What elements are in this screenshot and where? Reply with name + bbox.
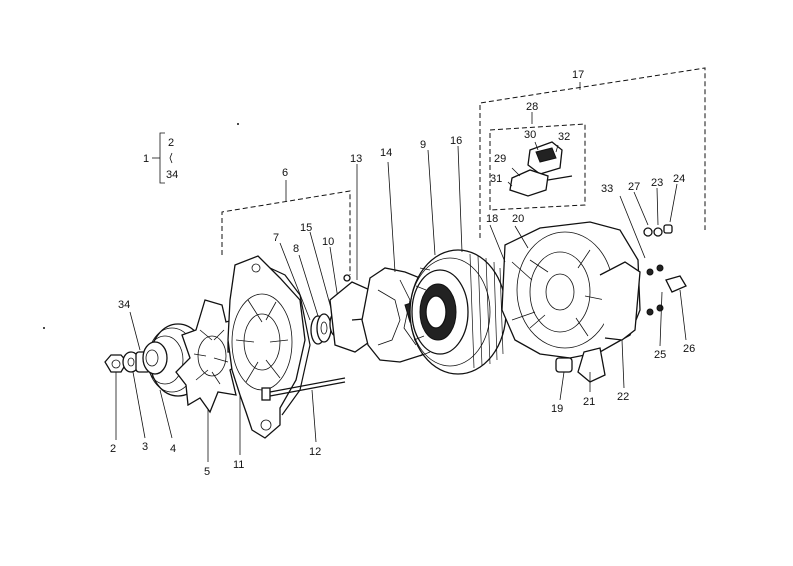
label-2: 2 bbox=[110, 443, 116, 455]
label-29: 29 bbox=[494, 153, 506, 165]
label-6: 6 bbox=[282, 167, 288, 179]
label-10: 10 bbox=[322, 236, 334, 248]
label-5: 5 bbox=[204, 466, 210, 478]
label-25: 25 bbox=[654, 349, 666, 361]
label-24: 24 bbox=[673, 173, 685, 185]
kit-member-2: 2 bbox=[168, 137, 174, 149]
rear-cover-part bbox=[599, 261, 641, 389]
label-31: 31 bbox=[490, 173, 502, 185]
label-27: 27 bbox=[628, 181, 640, 193]
label-23: 23 bbox=[651, 177, 663, 189]
label-34: 34 bbox=[118, 299, 130, 311]
label-18: 18 bbox=[486, 213, 498, 225]
regulator-part bbox=[507, 141, 573, 197]
callout-labels: 2 3 4 5 6 7 8 9 10 11 12 13 14 15 16 17 … bbox=[110, 69, 695, 478]
label-28: 28 bbox=[526, 101, 538, 113]
label-3: 3 bbox=[142, 441, 148, 453]
through-bolt-part bbox=[261, 377, 346, 443]
group-6-outline bbox=[221, 180, 351, 275]
label-16: 16 bbox=[450, 135, 462, 147]
label-8: 8 bbox=[293, 243, 299, 255]
label-17: 17 bbox=[572, 69, 584, 81]
label-7: 7 bbox=[273, 232, 279, 244]
bush-part bbox=[555, 357, 573, 401]
label-21: 21 bbox=[583, 396, 595, 408]
kit-bracket: 1 2 34 bbox=[143, 132, 178, 184]
label-4: 4 bbox=[170, 443, 176, 455]
speck bbox=[43, 327, 45, 329]
terminal-parts bbox=[619, 183, 687, 347]
label-33: 33 bbox=[601, 183, 613, 195]
label-30: 30 bbox=[524, 129, 536, 141]
label-11: 11 bbox=[233, 459, 244, 471]
label-26: 26 bbox=[683, 343, 695, 355]
group-17-outline bbox=[479, 67, 706, 238]
label-15: 15 bbox=[300, 222, 312, 234]
label-13: 13 bbox=[350, 153, 362, 165]
label-32: 32 bbox=[558, 131, 570, 143]
label-19: 19 bbox=[551, 403, 563, 415]
group-28-outline bbox=[489, 112, 586, 211]
kit-member-34: 34 bbox=[166, 169, 178, 181]
kit-label: 1 bbox=[143, 153, 149, 165]
speck bbox=[237, 123, 239, 125]
label-9: 9 bbox=[420, 139, 426, 151]
label-14: 14 bbox=[380, 147, 392, 159]
label-20: 20 bbox=[512, 213, 524, 225]
label-12: 12 bbox=[309, 446, 321, 458]
label-22: 22 bbox=[617, 391, 629, 403]
stator-part bbox=[409, 145, 507, 375]
